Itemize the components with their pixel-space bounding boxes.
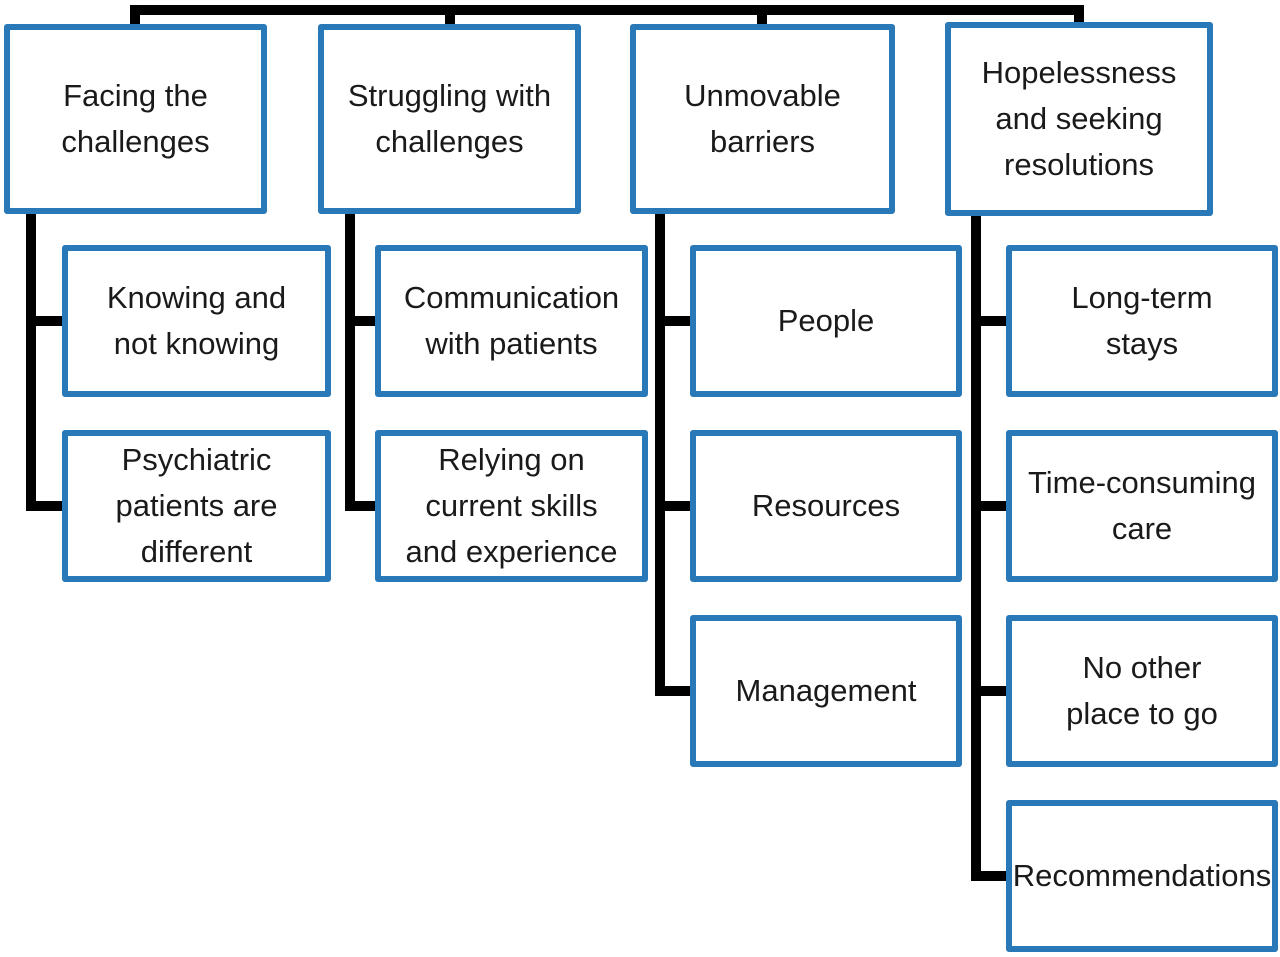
column-2-connector — [345, 210, 379, 511]
subtheme-box-long-term-stays: Long-term stays — [1006, 245, 1278, 397]
theme-box-facing-the-challenges: Facing the challenges — [4, 24, 267, 214]
column-1-connector — [26, 210, 66, 511]
subtheme-box-communication-with-patients: Communication with patients — [375, 245, 648, 397]
subtheme-box-people: People — [690, 245, 962, 397]
subtheme-label: Relying on current skills and experience — [405, 442, 618, 569]
subtheme-label: Long-term stays — [1071, 280, 1213, 361]
subtheme-box-time-consuming-care: Time-consuming care — [1006, 430, 1278, 582]
subtheme-label: Communication with patients — [403, 280, 620, 361]
subtheme-label: Time-consuming care — [1028, 465, 1256, 546]
theme-label: Struggling with challenges — [347, 78, 552, 159]
subtheme-box-recommendations: Recommendations — [1006, 800, 1278, 952]
subtheme-box-resources: Resources — [690, 430, 962, 582]
theme-box-hopelessness-and-seeking-resolutions: Hopelessness and seeking resolutions — [945, 22, 1213, 216]
subtheme-box-psychiatric-patients-are-different: Psychiatric patients are different — [62, 430, 331, 582]
subtheme-label: People — [777, 303, 875, 338]
subtheme-box-no-other-place-to-go: No other place to go — [1006, 615, 1278, 767]
subtheme-box-management: Management — [690, 615, 962, 767]
subtheme-box-relying-on-current-skills-and-experience: Relying on current skills and experience — [375, 430, 648, 582]
theme-box-unmovable-barriers: Unmovable barriers — [630, 24, 895, 214]
subtheme-label: Knowing and not knowing — [106, 280, 287, 361]
theme-label: Unmovable barriers — [684, 78, 841, 159]
top-bracket-connector — [130, 5, 1084, 28]
subtheme-label: No other place to go — [1066, 650, 1218, 731]
subtheme-label: Psychiatric patients are different — [115, 442, 278, 569]
theme-label: Hopelessness and seeking resolutions — [981, 55, 1177, 182]
subtheme-label: Recommendations — [1012, 858, 1272, 893]
subtheme-box-knowing-and-not-knowing: Knowing and not knowing — [62, 245, 331, 397]
theme-label: Facing the challenges — [61, 78, 210, 159]
subtheme-label: Resources — [751, 488, 901, 523]
subtheme-label: Management — [735, 673, 917, 708]
column-4-connector — [971, 212, 1010, 881]
theme-box-struggling-with-challenges: Struggling with challenges — [318, 24, 581, 214]
column-3-connector — [655, 210, 694, 696]
